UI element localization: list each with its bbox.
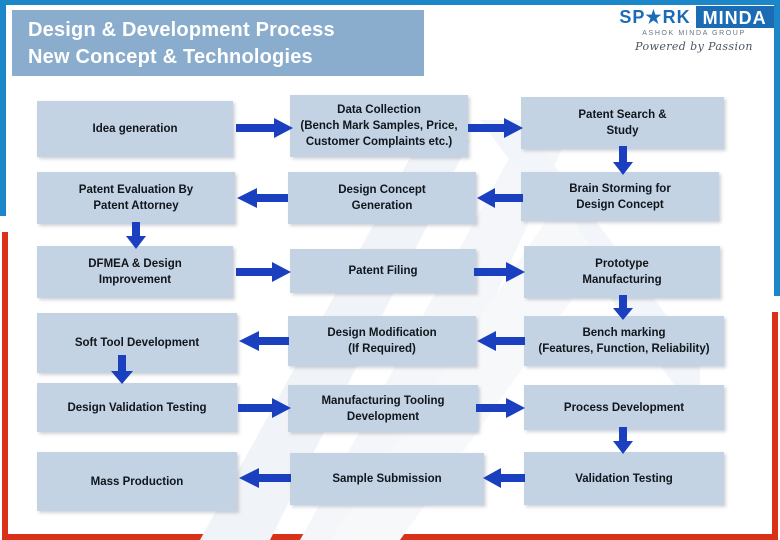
flow-box-design-validation-testing[interactable]: Design Validation Testing (37, 383, 237, 432)
flow-box-label: Design Validation Testing (67, 401, 207, 414)
flow-box-label: Bench marking(Features, Function, Reliab… (538, 327, 710, 355)
company-logo: SP★RK MINDA ASHOK MINDA GROUP Powered by… (619, 6, 774, 64)
flow-box-process-development[interactable]: Process Development (524, 385, 724, 430)
arrow-dfmea-to-filing (236, 261, 292, 283)
flow-box-patent-filing[interactable]: Patent Filing (290, 249, 476, 293)
slide-border-left-blue (0, 0, 6, 216)
logo-tagline: Powered by Passion (635, 40, 753, 53)
flow-box-data-collection[interactable]: Data Collection(Bench Mark Samples, Pric… (290, 95, 468, 157)
page-title-line-1: Design & Development Process (28, 19, 335, 41)
arrow-tooling-to-process (476, 397, 526, 419)
flow-box-label: Design Modification(If Required) (327, 327, 437, 355)
slide-title-banner: Design & Development Process New Concept… (12, 10, 424, 76)
flow-box-patent-search-study[interactable]: Patent Search &Study (521, 97, 724, 149)
logo-group-line: ASHOK MINDA GROUP (642, 30, 746, 37)
logo-spark-text: SP★RK (619, 7, 691, 27)
logo-wordmark-row: SP★RK MINDA (619, 6, 774, 28)
arrow-concept-to-evaluation (236, 187, 289, 209)
arrow-evaluation-down (125, 222, 147, 250)
flow-box-mass-production[interactable]: Mass Production (37, 452, 237, 511)
flow-box-soft-tool-development[interactable]: Soft Tool Development (37, 313, 237, 373)
arrow-data-to-patent-search (468, 117, 524, 139)
arrow-modify-to-soft-tool (238, 330, 290, 352)
flow-box-bench-marking[interactable]: Bench marking(Features, Function, Reliab… (524, 316, 724, 366)
flow-box-sample-submission[interactable]: Sample Submission (290, 453, 484, 505)
arrow-dvt-to-tooling (238, 397, 292, 419)
arrow-idea-to-data (236, 117, 294, 139)
arrow-process-down (612, 427, 634, 455)
slide-border-right-blue (774, 0, 780, 296)
slide-border-top (0, 0, 780, 5)
flow-box-label: Validation Testing (575, 472, 673, 485)
flow-box-idea-generation[interactable]: Idea generation (37, 101, 233, 157)
arrow-benchmark-to-modify (476, 330, 526, 352)
flow-box-label: Data Collection(Bench Mark Samples, Pric… (300, 104, 458, 148)
flow-box-label: Patent Search &Study (578, 109, 667, 137)
logo-minda-text: MINDA (695, 6, 774, 28)
flow-box-design-modification[interactable]: Design Modification(If Required) (288, 316, 476, 366)
slide-border-left-red (2, 232, 8, 540)
arrow-validation-to-sample (482, 467, 526, 489)
arrow-brainstorm-to-concept (476, 187, 524, 209)
flow-box-label: Process Development (563, 401, 685, 414)
flow-box-label: Patent Filing (348, 265, 418, 277)
arrow-filing-to-prototype (474, 261, 526, 283)
arrow-soft-tool-down (110, 355, 134, 385)
flow-box-label: Sample Submission (332, 473, 442, 485)
flow-box-label: Soft Tool Development (74, 337, 200, 349)
flow-box-label: Mass Production (90, 475, 184, 488)
slide-border-right-red (772, 312, 778, 540)
flow-box-validation-testing[interactable]: Validation Testing (524, 452, 724, 505)
arrow-prototype-down (612, 295, 634, 321)
slide-border-bottom-red (2, 534, 778, 540)
arrow-sample-to-mass (238, 467, 292, 489)
flow-box-label: Idea generation (92, 123, 178, 135)
page-title-line-2: New Concept & Technologies (28, 46, 313, 68)
arrow-patent-search-down (612, 146, 634, 176)
